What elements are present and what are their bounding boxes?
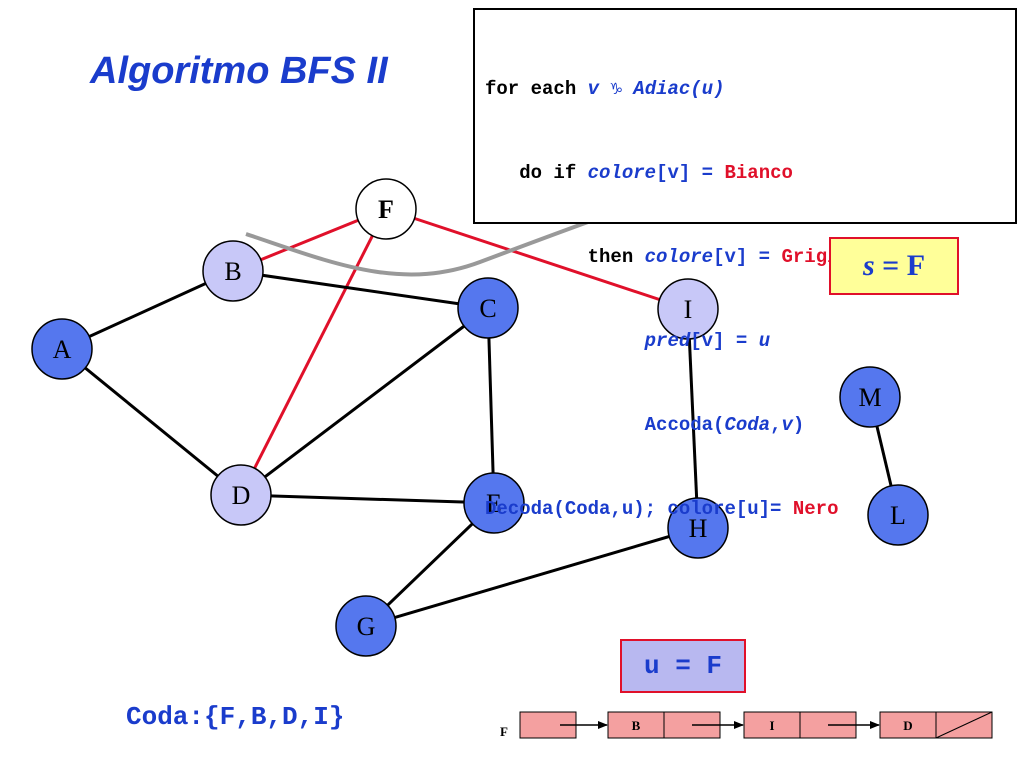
node-circle [355,178,417,240]
node-circle [457,277,519,339]
list-node-label: B [632,718,641,733]
pseudocode-box: for each v ♑ Adiac(u) do if colore[v] = … [473,8,1017,520]
list-node-key [607,711,665,739]
node-a: A [31,318,93,380]
edge-f-i [385,207,689,311]
node-circle [657,278,719,340]
node-circle [202,240,264,302]
node-circle [839,366,901,428]
node-l: L [867,484,929,546]
node-c: C [457,277,519,339]
frontier-sweep-curve [245,220,589,277]
queue-label: Coda:{F,B,D,I} [126,702,345,732]
node-label: D [232,481,251,510]
code-line-decoda: Decoda(Coda,u); colore[u]= Nero [485,498,839,520]
code-line-do-if: do if colore[v] = Bianco [519,162,793,184]
edge-i-h [686,308,700,529]
edge-g-h [365,526,699,628]
current-vertex-box: u = F [620,639,746,693]
page-title: Algoritmo BFS II [90,50,388,92]
node-f: F [355,178,417,240]
node-g: G [335,595,397,657]
edge-c-e [486,307,496,504]
node-circle [210,464,272,526]
edge-b-c [232,269,489,310]
list-node-label: I [769,718,774,733]
edge-f-d [239,208,388,496]
list-node-label: D [903,718,912,733]
edge-d-e [240,493,495,505]
node-label: E [486,489,502,518]
edge-a-d [61,347,242,497]
node-label: M [858,383,881,412]
node-e: E [463,472,525,534]
code-line-accoda: Accoda(Coda,v) [644,414,805,436]
node-label: G [357,612,376,641]
list-head-label: F [500,724,508,739]
list-null-slash [935,711,993,739]
node-label: A [53,335,72,364]
code-line-pred: pred[v] = u [644,330,771,352]
node-label: I [684,295,693,324]
node-m: M [839,366,901,428]
element-of-symbol: ♑ [610,78,622,100]
code-line-for-each: for each v ♑ Adiac(u) [485,78,725,100]
node-label: F [378,195,394,224]
edge-d-c [240,306,489,497]
node-h: H [667,497,729,559]
nodes-layer: F B A C I M D E H L G [31,178,929,657]
node-circle [463,472,525,534]
node-i: I [657,278,719,340]
node-label: L [890,501,906,530]
node-label: B [224,257,241,286]
node-b: B [202,240,264,302]
node-label: H [689,514,708,543]
node-circle [667,497,729,559]
edge-b-a [61,269,234,351]
node-label: C [479,294,496,323]
node-circle [867,484,929,546]
node-circle [31,318,93,380]
source-vertex-box: s = F [829,237,959,295]
list-node-key [743,711,801,739]
node-circle [335,595,397,657]
node-d: D [210,464,272,526]
